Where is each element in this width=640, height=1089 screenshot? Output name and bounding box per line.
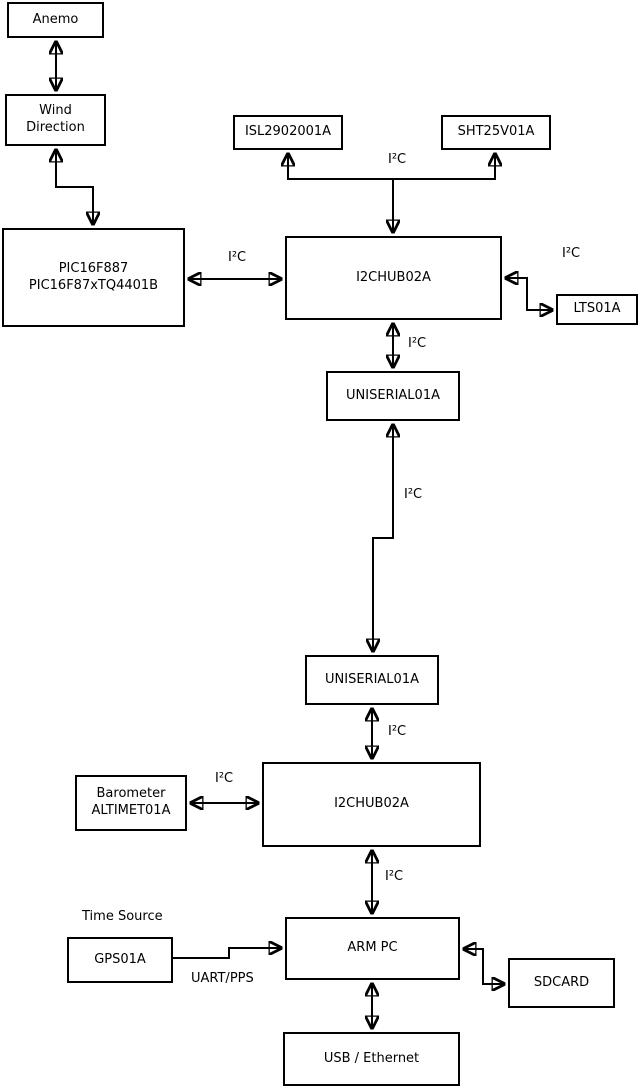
node-pic-label-line2: PIC16F87xTQ4401B [28, 277, 159, 293]
node-wind-direction-label-line2: Direction [26, 120, 85, 135]
node-usb-ethernet: USB / Ethernet [283, 1032, 460, 1086]
edge-label-i2c-hub2-armpc: I²C [385, 869, 404, 884]
edge-label-i2c-hub1-uniserial1: I²C [408, 336, 427, 351]
node-barometer: Barometer ALTIMET01A [75, 775, 187, 831]
edge-gps-armpc [173, 948, 281, 959]
node-gps01a: GPS01A [67, 937, 173, 983]
node-uniserial-upper-label: UNISERIAL01A [346, 387, 440, 403]
node-lts01a-label: LTS01A [573, 301, 621, 317]
node-sdcard-label: SDCARD [533, 974, 590, 990]
edge-label-i2c-barometer: I²C [215, 771, 234, 786]
node-isl2902001a: ISL2902001A [233, 115, 343, 150]
edge-label-time-source: Time Source [82, 909, 163, 924]
node-i2c-hub-1: I2CHUB02A [285, 236, 502, 320]
node-uniserial-lower: UNISERIAL01A [305, 655, 439, 705]
node-i2c-hub-1-label: I2CHUB02A [356, 269, 431, 285]
node-isl2902001a-label: ISL2902001A [244, 124, 332, 140]
edge-label-i2c-pic-hub1: I²C [228, 250, 247, 265]
edge-uniserial-link [373, 425, 393, 651]
node-wind-direction-label-line1: Wind [39, 103, 72, 119]
node-pic-label-line1: PIC16F887 [58, 260, 129, 276]
node-barometer-label-line2: ALTIMET01A [91, 803, 171, 818]
edge-label-i2c-lts: I²C [562, 246, 581, 261]
node-wind-direction: Wind Direction [5, 94, 106, 146]
node-uniserial-lower-label: UNISERIAL01A [325, 671, 419, 687]
node-i2c-hub-2-label: I2CHUB02A [334, 796, 409, 812]
node-gps01a-label: GPS01A [94, 951, 146, 967]
node-sdcard: SDCARD [508, 958, 615, 1008]
node-anemometer: Anemo [7, 2, 104, 38]
edge-label-uart-pps: UART/PPS [191, 971, 254, 986]
edge-hub1-lts [506, 278, 552, 310]
node-sht25v01a: SHT25V01A [441, 115, 551, 150]
node-lts01a: LTS01A [556, 294, 638, 325]
edge-label-i2c-uniserial2-hub2: I²C [388, 724, 407, 739]
node-anemometer-label: Anemo [32, 11, 79, 27]
edge-label-i2c-long-link: I²C [404, 487, 423, 502]
node-arm-pc-label: ARM PC [347, 940, 398, 956]
node-arm-pc: ARM PC [285, 917, 460, 980]
edge-armpc-sdcard [464, 949, 504, 984]
node-usb-ethernet-label: USB / Ethernet [323, 1050, 420, 1066]
node-barometer-label-line1: Barometer [96, 786, 166, 802]
node-pic-microcontroller: PIC16F887 PIC16F87xTQ4401B [2, 228, 185, 327]
edge-label-i2c-sensors: I²C [388, 152, 407, 167]
node-sht25v01a-label: SHT25V01A [457, 124, 535, 140]
node-i2c-hub-2: I2CHUB02A [262, 762, 481, 847]
node-uniserial-upper: UNISERIAL01A [326, 371, 460, 421]
edge-hub1-sensors-branch [288, 154, 495, 180]
edge-wind-pic [56, 150, 93, 224]
